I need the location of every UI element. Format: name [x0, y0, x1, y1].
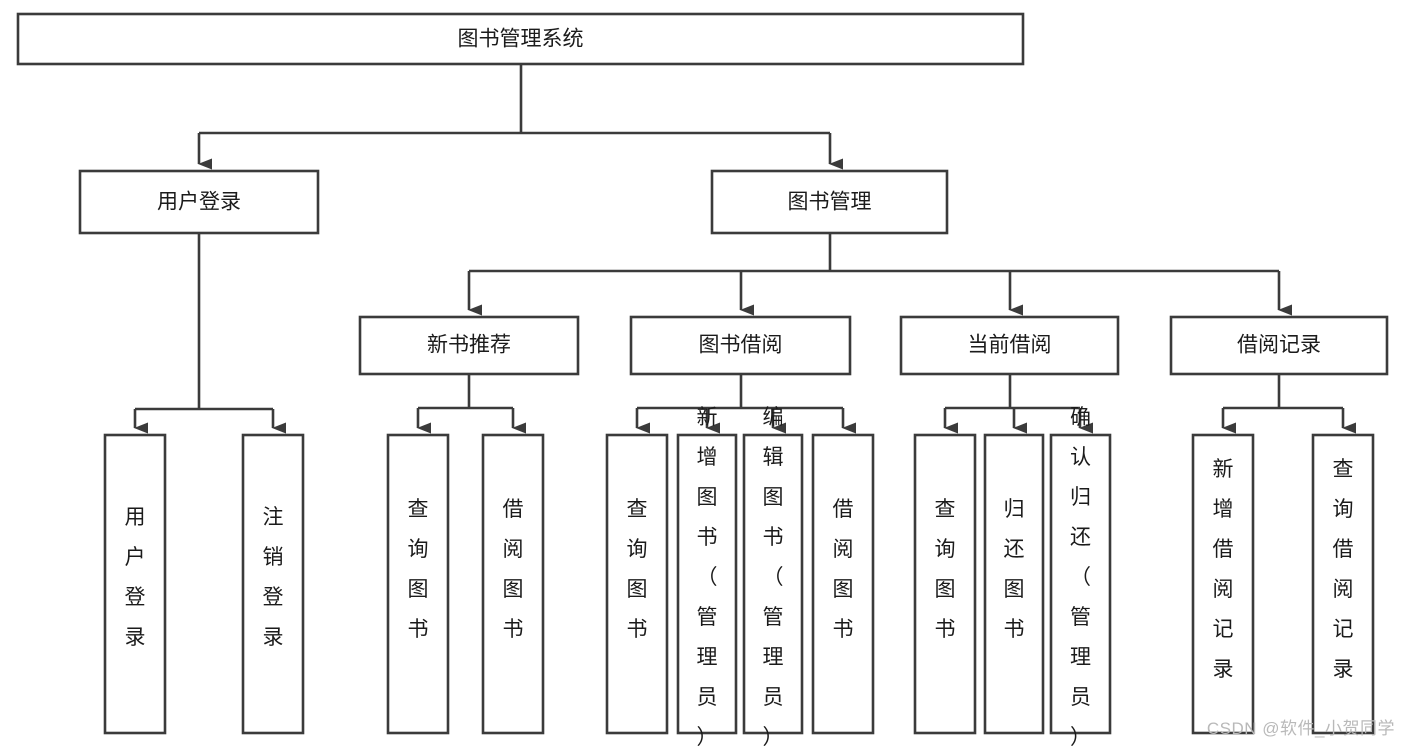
node-leaf-return-book-box[interactable] [983, 433, 1045, 735]
node-leaf-borrow-book-2-box[interactable] [811, 433, 875, 735]
node-leaf-query-record-box[interactable] [1311, 433, 1375, 735]
node-root[interactable]: 图书管理系统 [16, 12, 1025, 66]
node-leaf-add-record[interactable]: 新增借阅记录 [1191, 433, 1255, 735]
node-leaf-add-book-label: 新增图书（管理员） [697, 406, 718, 747]
node-book-borrow[interactable]: 图书借阅 [629, 315, 852, 376]
node-leaf-borrow-book-1[interactable]: 借阅图书 [481, 433, 545, 735]
node-leaf-user-login-label: 用户登录 [125, 506, 146, 649]
node-leaf-edit-book[interactable]: 编辑图书（管理员） [742, 406, 804, 747]
node-leaf-borrow-book-1-box[interactable] [481, 433, 545, 735]
node-book-manage[interactable]: 图书管理 [710, 169, 949, 235]
node-leaf-add-record-label: 新增借阅记录 [1213, 458, 1234, 681]
node-leaf-query-book-2-label: 查询图书 [627, 498, 648, 641]
node-current-borrow-label: 当前借阅 [968, 334, 1052, 357]
node-borrow-record[interactable]: 借阅记录 [1169, 315, 1389, 376]
node-leaf-confirm-return-box[interactable] [1049, 433, 1112, 735]
connector-group-user-login [133, 233, 286, 434]
node-leaf-return-book[interactable]: 归还图书 [983, 433, 1045, 735]
node-leaf-logout-label: 注销登录 [263, 506, 284, 649]
node-current-borrow-box[interactable] [899, 315, 1120, 376]
node-leaf-edit-book-label: 编辑图书（管理员） [763, 406, 784, 747]
node-borrow-record-label: 借阅记录 [1237, 334, 1321, 357]
node-leaf-query-book-3[interactable]: 查询图书 [913, 433, 977, 735]
node-leaf-user-login[interactable]: 用户登录 [103, 433, 167, 735]
node-leaf-query-record[interactable]: 查询借阅记录 [1311, 433, 1375, 735]
node-leaf-borrow-book-1-label: 借阅图书 [503, 498, 524, 641]
connector-group-book-borrow [635, 374, 856, 434]
node-leaf-query-book-1-label: 查询图书 [408, 498, 429, 641]
node-current-borrow[interactable]: 当前借阅 [899, 315, 1120, 376]
node-root-box[interactable] [16, 12, 1025, 66]
node-leaf-confirm-return-label: 确认归还（管理员） [1070, 406, 1091, 747]
node-new-book-recommend[interactable]: 新书推荐 [358, 315, 580, 376]
node-leaf-query-book-2-box[interactable] [605, 433, 669, 735]
node-leaf-query-book-1[interactable]: 查询图书 [386, 433, 450, 735]
node-book-borrow-label: 图书借阅 [699, 334, 783, 357]
node-user-login-box[interactable] [78, 169, 320, 235]
node-leaf-borrow-book-2-label: 借阅图书 [833, 498, 854, 641]
node-leaf-confirm-return[interactable]: 确认归还（管理员） [1049, 406, 1112, 747]
node-leaf-borrow-book-2[interactable]: 借阅图书 [811, 433, 875, 735]
connector-group-current-borrow [943, 374, 1093, 434]
connector-group-book-manage [467, 233, 1292, 316]
connector-group-borrow-record [1221, 374, 1356, 434]
node-user-login-label: 用户登录 [157, 191, 241, 214]
node-leaf-edit-book-box[interactable] [742, 433, 804, 735]
node-leaf-add-book-box[interactable] [676, 433, 738, 735]
node-leaf-logout[interactable]: 注销登录 [241, 433, 305, 735]
node-leaf-query-record-label: 查询借阅记录 [1333, 458, 1354, 681]
node-new-book-recommend-label: 新书推荐 [427, 334, 511, 357]
node-leaf-query-book-3-label: 查询图书 [935, 498, 956, 641]
node-new-book-recommend-box[interactable] [358, 315, 580, 376]
node-user-login[interactable]: 用户登录 [78, 169, 320, 235]
node-leaf-query-book-3-box[interactable] [913, 433, 977, 735]
node-leaf-query-book-1-box[interactable] [386, 433, 450, 735]
node-book-borrow-box[interactable] [629, 315, 852, 376]
connector-group-root [197, 64, 843, 170]
node-leaf-logout-box[interactable] [241, 433, 305, 735]
node-leaf-add-book[interactable]: 新增图书（管理员） [676, 406, 738, 747]
node-book-manage-label: 图书管理 [788, 191, 872, 214]
node-leaf-user-login-box[interactable] [103, 433, 167, 735]
node-leaf-return-book-label: 归还图书 [1004, 498, 1025, 641]
node-root-label: 图书管理系统 [458, 28, 584, 51]
connector-group-new-book-recommend [416, 374, 526, 434]
node-leaf-query-book-2[interactable]: 查询图书 [605, 433, 669, 735]
node-borrow-record-box[interactable] [1169, 315, 1389, 376]
node-leaf-add-record-box[interactable] [1191, 433, 1255, 735]
node-book-manage-box[interactable] [710, 169, 949, 235]
